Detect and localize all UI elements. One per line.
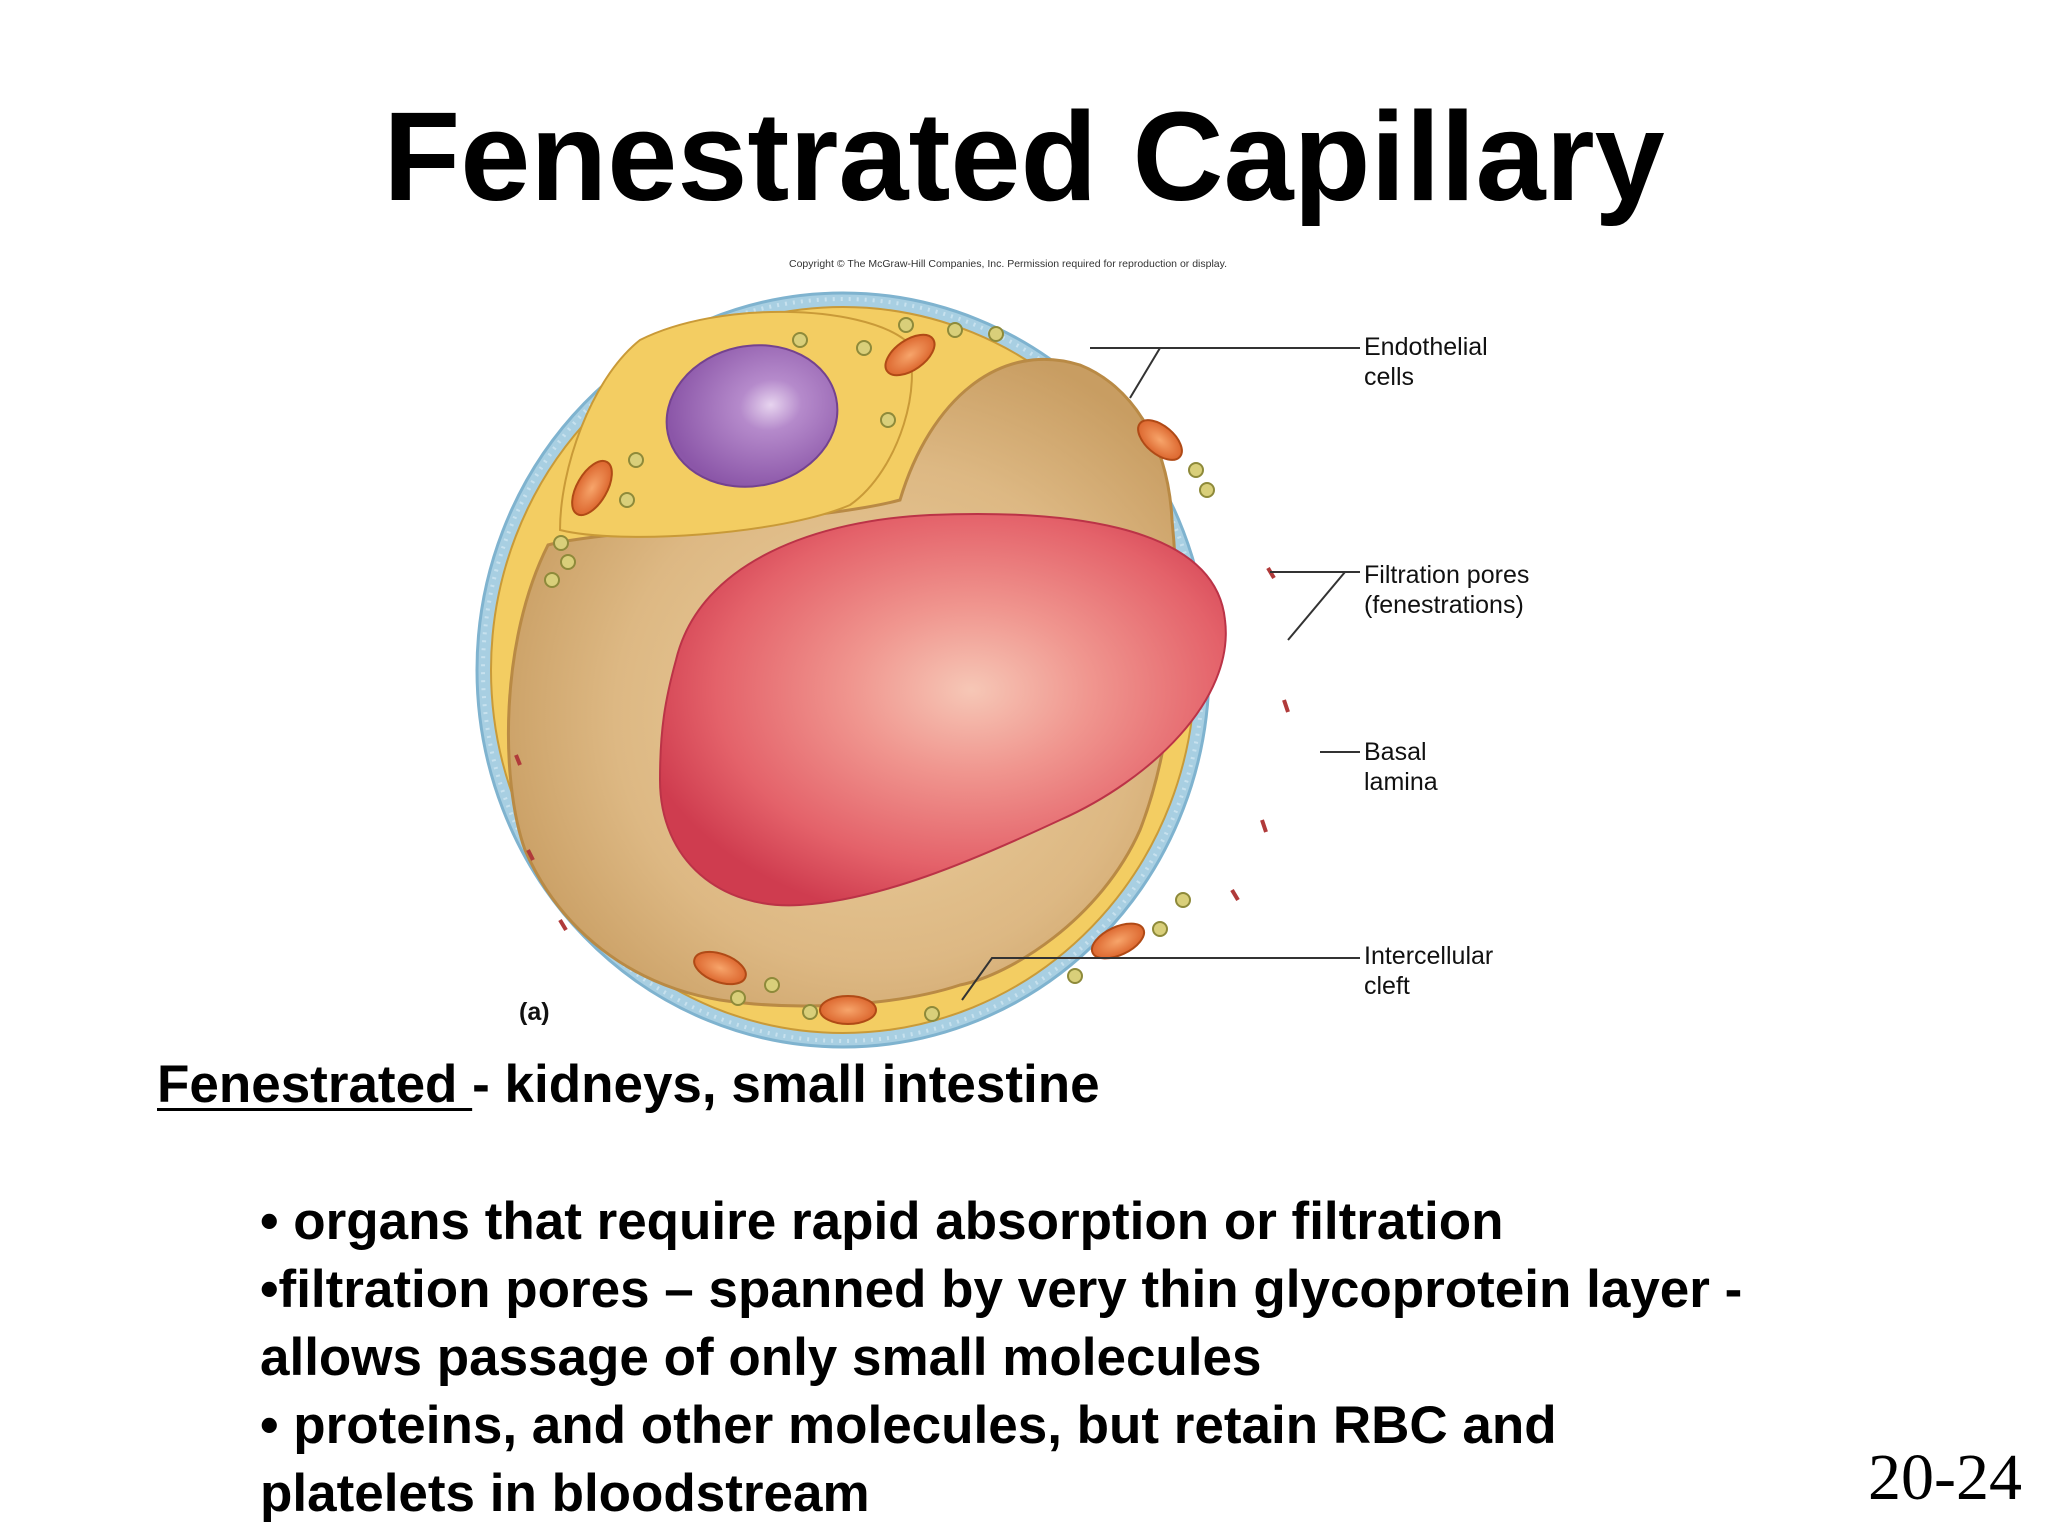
- slide-title: Fenestrated Capillary: [383, 86, 1665, 227]
- label-endothelial-cells: Endothelial cells: [1364, 332, 1488, 392]
- label-basal-line2: lamina: [1364, 768, 1438, 796]
- bullet-2-line2: allows passage of only small molecules: [260, 1328, 1262, 1387]
- label-cleft-line2: cleft: [1364, 972, 1410, 1000]
- label-pointer-lines: [961, 347, 1360, 1001]
- mitochondria: [571, 333, 1183, 1025]
- capillary-cross-section-illustration: [475, 291, 1360, 1049]
- label-endothelial-line2: cells: [1364, 363, 1415, 391]
- copyright-notice: Copyright © The McGraw-Hill Companies, I…: [789, 258, 1228, 270]
- fenestrated-locations: - kidneys, small intestine: [472, 1055, 1100, 1114]
- red-blood-cell: [658, 513, 1227, 907]
- bullet-1: • organs that require rapid absorption o…: [260, 1192, 1504, 1251]
- endothelial-nucleus: [665, 344, 839, 488]
- label-basal-lamina: Basal lamina: [1364, 737, 1438, 797]
- fenestration-marks: [514, 566, 1290, 932]
- label-pores-line2: (fenestrations): [1364, 591, 1524, 619]
- label-filtration-pores: Filtration pores (fenestrations): [1364, 560, 1529, 620]
- label-basal-line1: Basal: [1364, 738, 1427, 766]
- figure-panel-label: (a): [519, 998, 550, 1026]
- label-endothelial-line1: Endothelial: [1364, 333, 1488, 361]
- bullet-list: • organs that require rapid absorption o…: [260, 1188, 1960, 1528]
- page-number: 20-24: [1868, 1441, 2022, 1514]
- label-intercellular-cleft: Intercellular cleft: [1364, 941, 1493, 1001]
- fenestrated-term: Fenestrated: [157, 1055, 473, 1114]
- bullet-3-line1: • proteins, and other molecules, but ret…: [260, 1396, 1557, 1455]
- vesicles: [544, 317, 1215, 1022]
- bullet-3-line2: platelets in bloodstream: [260, 1464, 870, 1523]
- bullet-2-line1: •filtration pores – spanned by very thin…: [260, 1260, 1743, 1319]
- capillary-figure: Copyright © The McGraw-Hill Companies, I…: [475, 258, 1529, 1049]
- label-cleft-line1: Intercellular: [1364, 942, 1494, 970]
- fenestrated-definition: Fenestrated - kidneys, small intestine: [157, 1052, 1100, 1118]
- label-pores-line1: Filtration pores: [1364, 561, 1530, 589]
